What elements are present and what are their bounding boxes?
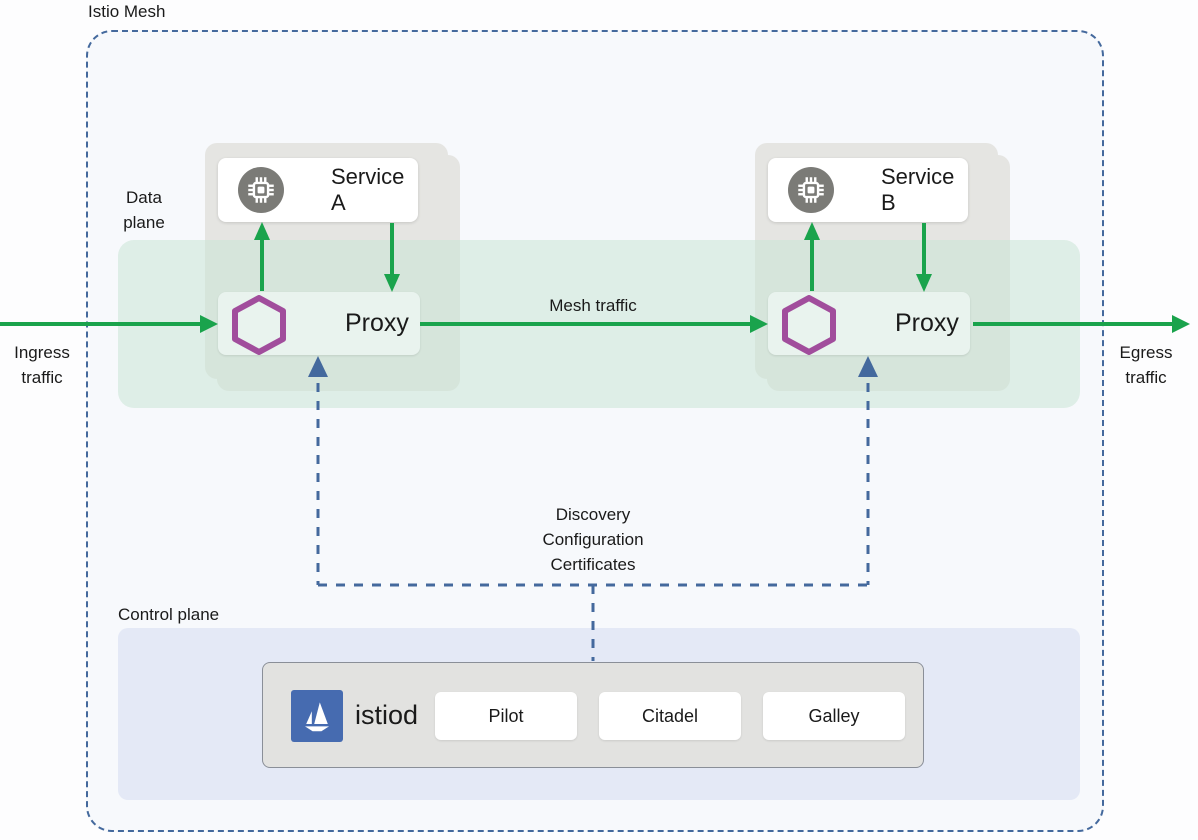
- push-label-certificates: Certificates: [550, 555, 636, 574]
- istiod-node: istiod Pilot Citadel Galley: [262, 662, 924, 768]
- istio-mesh-title: Istio Mesh: [88, 2, 166, 21]
- istio-sail-icon: [291, 690, 343, 742]
- chip-icon-glyph: [798, 177, 824, 203]
- proxy-b-label: Proxy: [895, 309, 959, 337]
- proxy-a-node: Proxy: [218, 292, 420, 355]
- istiod-push-labels: Discovery Configuration Certificates: [493, 502, 693, 577]
- istiod-label: istiod: [355, 700, 419, 730]
- push-label-configuration: Configuration: [542, 530, 644, 549]
- hexagon-icon: [231, 294, 287, 355]
- istio-sail-glyph: [305, 702, 329, 732]
- component-galley-label: Galley: [808, 705, 860, 726]
- hexagon-icon-glyph: [232, 294, 286, 355]
- egress-traffic-label: Egress traffic: [1119, 343, 1173, 387]
- chip-icon-glyph: [248, 177, 274, 203]
- component-citadel-label: Citadel: [641, 705, 699, 726]
- component-pilot-label: Pilot: [488, 705, 524, 726]
- hexagon-icon: [781, 294, 837, 355]
- chip-icon: [238, 167, 284, 213]
- service-a-label: Service A: [331, 164, 405, 215]
- chip-icon: [788, 167, 834, 213]
- ingress-traffic-label: Ingress traffic: [14, 343, 70, 387]
- mesh-traffic-label: Mesh traffic: [549, 296, 637, 315]
- component-galley: Galley: [763, 692, 905, 740]
- component-pilot: Pilot: [435, 692, 577, 740]
- service-b-label: Service B: [881, 164, 955, 215]
- data-plane-label: Data plane: [123, 188, 165, 232]
- service-b-node: Service B: [768, 158, 968, 222]
- hexagon-icon-glyph: [782, 294, 836, 355]
- proxy-b-node: Proxy: [768, 292, 970, 355]
- push-label-discovery: Discovery: [555, 505, 631, 524]
- proxy-a-label: Proxy: [345, 309, 409, 337]
- control-plane-label: Control plane: [118, 605, 220, 624]
- component-citadel: Citadel: [599, 692, 741, 740]
- service-a-node: Service A: [218, 158, 418, 222]
